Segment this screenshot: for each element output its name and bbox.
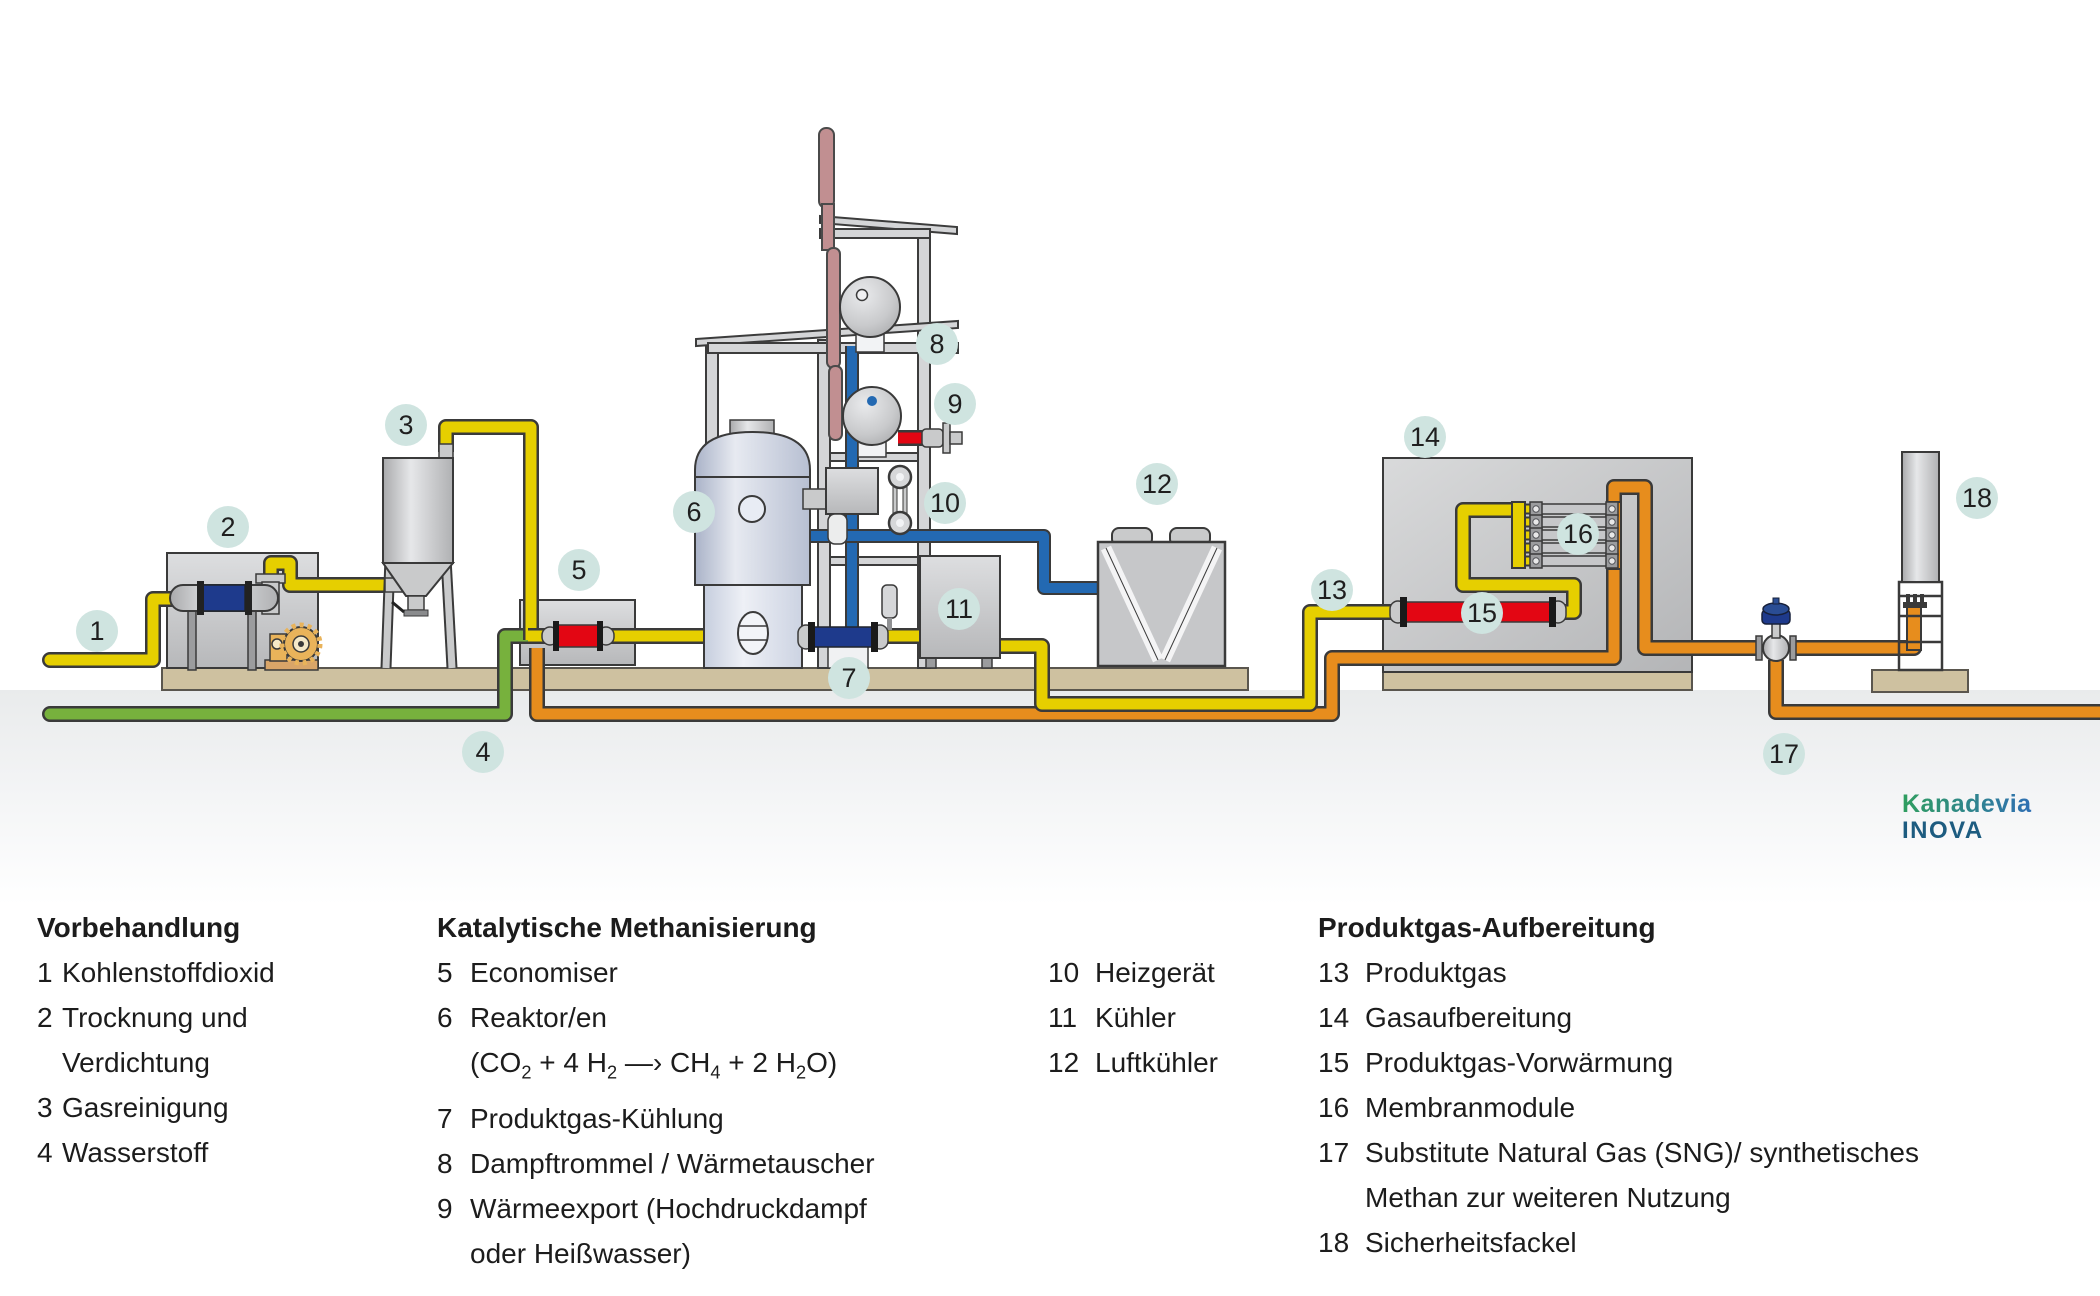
legend-column-middle: 10 Heizgerät 11 Kühler 12 Luftkühler (1048, 905, 1278, 1085)
badge-5: 5 (558, 549, 600, 591)
logo-sub: INOVA (1902, 817, 1984, 844)
legend-item-11: 11 Kühler (1048, 1002, 1176, 1033)
legend-item-8: 8 Dampftrommel / Wärmetauscher (437, 1147, 875, 1179)
badge-13: 13 (1311, 569, 1353, 611)
diagram-scene (0, 127, 2100, 905)
legend-item-1: 1 Kohlenstoffdioxid (37, 957, 275, 988)
legend-item-12: 12 Luftkühler (1048, 1047, 1218, 1078)
badge-8: 8 (916, 323, 958, 365)
badge-3: 3 (385, 404, 427, 446)
pipe-flare-feed (1792, 604, 1922, 656)
pipe-recycle-bottom (529, 560, 1622, 722)
reactor-vessel (694, 419, 811, 669)
process-diagram: 1 2 3 4 5 6 7 8 9 10 11 12 13 14 15 16 1… (0, 127, 2100, 905)
dryer-compressor-unit (169, 573, 323, 671)
legend-item-5: 5 Economiser (437, 957, 618, 988)
platforms (161, 667, 1969, 693)
legend-item-3: 3 Gasreinigung (37, 1092, 229, 1123)
heater-unit (802, 464, 913, 545)
legend-title-middle (1048, 905, 1278, 950)
badge-2: 2 (207, 506, 249, 548)
economiser-unit (541, 621, 615, 651)
control-valve (1755, 597, 1797, 662)
pipe-product-gas (1000, 604, 1394, 712)
platform-main (161, 667, 1249, 691)
pipe-sng-export (1768, 660, 2100, 720)
badge-1: 1 (76, 610, 118, 652)
logo-name: Kanadevia (1902, 790, 2032, 818)
badge-10: 10 (924, 482, 966, 524)
flare-burner-comb (1903, 594, 1927, 608)
gas-cleaning-silo (380, 443, 458, 669)
ground (0, 690, 2100, 905)
legend-item-13: 13 Produktgas (1318, 957, 1507, 988)
safety-flare (1897, 451, 1944, 672)
badge-4: 4 (462, 731, 504, 773)
legend-column-vorbehandlung: Vorbehandlung 1 Kohlenstoffdioxid 2 Troc… (37, 905, 287, 1175)
legend-item-2: 2 Trocknung und Verdichtung (37, 1002, 248, 1078)
pipe-feed-riser (438, 419, 539, 640)
steam-drum-sphere (839, 276, 901, 353)
legend-item-6: 6 Reaktor/en (437, 1002, 607, 1033)
legend-title-methanisierung: Katalytische Methanisierung (437, 912, 817, 943)
pipe-cooling-branch (810, 529, 1102, 595)
legend-item-15: 15 Produktgas-Vorwärmung (1318, 1047, 1674, 1078)
legend-item-9: 9 Wärmeexport (Hochdruckdampf oder Heißw… (437, 1192, 867, 1269)
legend-item-16: 16 Membranmodule (1318, 1092, 1576, 1123)
badge-7: 7 (828, 657, 870, 699)
chimney-pipe (818, 127, 843, 441)
badge-16: 16 (1557, 513, 1599, 555)
badge-14: 14 (1404, 416, 1446, 458)
heat-export-sphere (842, 386, 963, 458)
badge-9: 9 (934, 383, 976, 425)
legend-item-18: 18 Sicherheitsfackel (1318, 1227, 1577, 1258)
legend-column-aufbereitung: Produktgas-Aufbereitung 13 Produktgas 14… (1318, 905, 2078, 1265)
badge-11: 11 (938, 588, 980, 630)
legend-item-10: 10 Heizgerät (1048, 957, 1215, 988)
badge-17: 17 (1763, 733, 1805, 775)
legend-title-aufbereitung: Produktgas-Aufbereitung (1318, 912, 1656, 943)
pipe-hydrogen (42, 628, 536, 722)
badge-15: 15 (1461, 592, 1503, 634)
legend-item-4: 4 Wasserstoff (37, 1137, 209, 1168)
legend-item-7: 7 Produktgas-Kühlung (437, 1102, 724, 1134)
air-cooler (1096, 527, 1227, 668)
legend-column-methanisierung: Katalytische Methanisierung 5 Economiser… (437, 905, 917, 1276)
badge-12: 12 (1136, 463, 1178, 505)
legend-item-6-formula: (CO2 + 4 H2 —› CH4 + 2 H2O) (470, 1047, 838, 1083)
kanadevia-inova-logo: Kanadevia INOVA (1902, 790, 2032, 844)
platform-flare (1871, 669, 1969, 693)
legend-item-17: 17 Substitute Natural Gas (SNG)/ synthet… (1318, 1137, 1919, 1213)
legend-title-vorbehandlung: Vorbehandlung (37, 912, 241, 943)
pipe-co2-inlet (42, 555, 392, 668)
badge-6: 6 (673, 491, 715, 533)
badge-18: 18 (1956, 477, 1998, 519)
legend-item-14: 14 Gasaufbereitung (1318, 1002, 1573, 1033)
